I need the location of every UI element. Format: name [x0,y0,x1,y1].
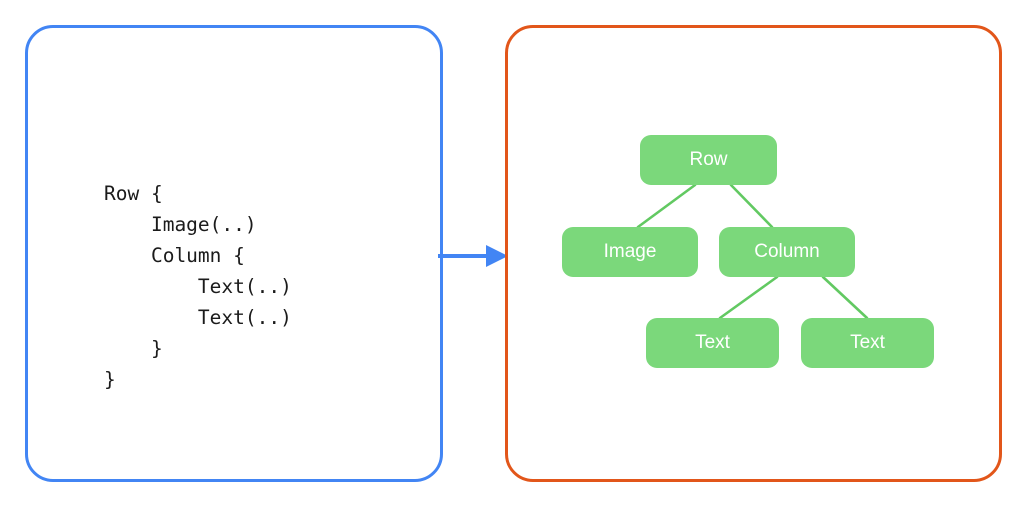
tree-node-column[interactable]: Column [719,227,855,277]
edge-column-text2 [821,275,869,320]
tree-node-row[interactable]: Row [640,135,777,185]
arrow-right-icon [438,245,508,267]
edge-row-column [729,183,774,229]
tree-node-image[interactable]: Image [562,227,698,277]
tree-edges [636,183,869,320]
code-panel: Row { Image(..) Column { Text(..) Text(.… [25,25,443,482]
code-snippet: Row { Image(..) Column { Text(..) Text(.… [104,182,292,391]
edge-row-image [636,183,697,229]
tree-node-text-2[interactable]: Text [801,318,934,368]
tree-node-text-1[interactable]: Text [646,318,779,368]
edge-column-text1 [718,275,779,320]
